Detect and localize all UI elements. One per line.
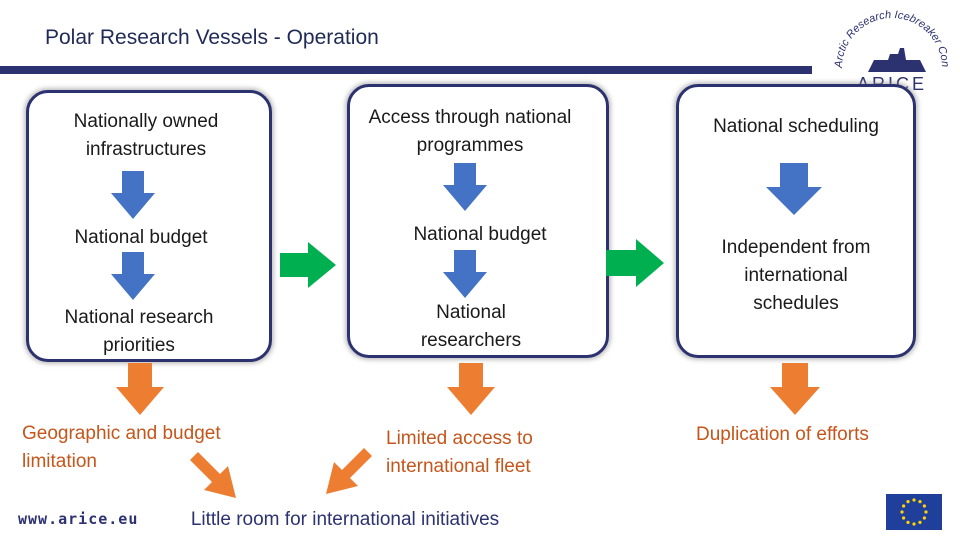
national-researchers-text: National researchers xyxy=(420,302,522,351)
panel-access xyxy=(347,84,609,358)
header-bar xyxy=(0,66,812,74)
blue-down-arrow-4 xyxy=(443,250,487,298)
green-right-arrow-2 xyxy=(606,239,664,287)
panel-scheduling xyxy=(676,84,916,358)
orange-down-arrow-1 xyxy=(116,363,164,415)
national-budget-text-1: National budget xyxy=(74,227,208,248)
access-through-programmes-text: Access through national programmes xyxy=(368,107,572,156)
panel-infrastructure xyxy=(26,90,272,362)
eu-flag-icon xyxy=(886,494,942,530)
blue-down-arrow-2 xyxy=(111,252,155,300)
blue-down-arrow-5 xyxy=(766,163,822,215)
arice-logo: Arctic Research Icebreaker Consortium AR… xyxy=(828,10,951,92)
duplication-of-efforts-text: Duplication of efforts xyxy=(696,424,869,445)
national-scheduling-text: National scheduling xyxy=(713,116,879,137)
orange-diagonal-arrow-right xyxy=(190,452,236,498)
blue-down-arrow-3 xyxy=(443,163,487,211)
conclusion-text: Little room for international initiative… xyxy=(190,509,500,530)
green-right-arrow-1 xyxy=(280,242,336,288)
nationally-owned-text: Nationally owned infrastructures xyxy=(73,111,219,160)
limited-access-text: Limited access to international fleet xyxy=(386,428,533,477)
national-budget-text-2: National budget xyxy=(413,224,547,245)
blue-down-arrow-1 xyxy=(111,171,155,219)
orange-down-arrow-2 xyxy=(447,363,495,415)
page-title: Polar Research Vessels - Operation xyxy=(45,26,379,49)
national-research-priorities-text: National research priorities xyxy=(64,307,214,356)
website-link[interactable]: www.arice.eu xyxy=(18,510,139,528)
orange-down-arrow-3 xyxy=(770,363,820,415)
independent-schedules-text: Independent from international schedules xyxy=(721,237,871,314)
orange-diagonal-arrow-left xyxy=(326,448,372,494)
geographic-budget-limitation-text: Geographic and budget limitation xyxy=(22,423,221,472)
